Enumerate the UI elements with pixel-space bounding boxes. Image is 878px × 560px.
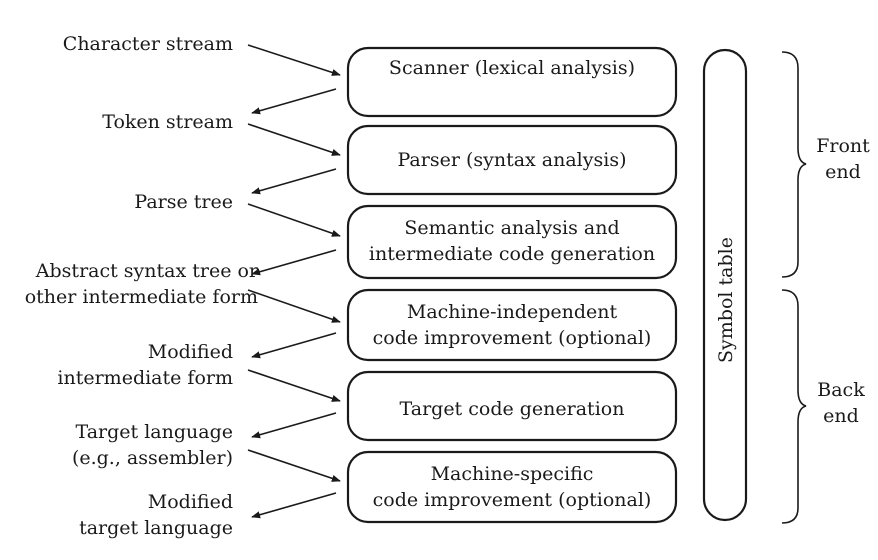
phase-label: Target code generation: [400, 398, 625, 420]
phase-label: intermediate code generation: [369, 243, 655, 265]
stream-label: Token stream: [102, 111, 233, 133]
phase-box-parser: [346, 124, 678, 196]
phase-label: Semantic analysis and: [404, 217, 619, 239]
arrow-out-of-phase: [251, 249, 337, 276]
phase-box-machine-independent: [346, 288, 678, 362]
symbol-table-label: Symbol table: [715, 237, 737, 363]
arrow-into-phase: [247, 203, 341, 237]
phase-label: Machine-independent: [407, 301, 618, 323]
phase-box-scanner: [346, 46, 678, 118]
arrow-into-phase: [247, 449, 341, 482]
phase-label: Parser (syntax analysis): [397, 149, 626, 171]
arrow-out-of-phase: [251, 168, 337, 195]
back-end-brace: [781, 289, 807, 524]
phase-box-target-codegen: [346, 370, 678, 442]
stream-label: Target language: [76, 421, 233, 443]
arrow-out-of-phase: [251, 332, 337, 359]
stream-label: intermediate form: [57, 367, 233, 389]
arrow-out-of-phase: [251, 492, 337, 519]
front-end-label: end: [825, 161, 861, 183]
stream-label: target language: [79, 517, 233, 539]
arrow-into-phase: [247, 123, 341, 156]
arrow-into-phase: [247, 369, 341, 402]
phase-box-semantic: [346, 204, 678, 280]
arrow-into-phase: [247, 44, 341, 76]
front-end-label: Front: [816, 135, 870, 157]
arrow-out-of-phase: [251, 412, 337, 439]
stream-label: Modified: [148, 491, 233, 513]
front-end-brace: [781, 51, 807, 278]
phase-label: Scanner (lexical analysis): [389, 57, 635, 79]
stream-label: Parse tree: [134, 191, 233, 213]
phase-box-machine-specific: [346, 450, 678, 524]
back-end-label: Back: [817, 379, 865, 401]
phase-boxes: [346, 46, 678, 524]
stream-label: Modified: [148, 341, 233, 363]
stream-label: (e.g., assembler): [72, 447, 233, 469]
stream-label: Character stream: [63, 33, 233, 55]
stream-label: other intermediate form: [25, 286, 258, 308]
phase-labels: Scanner (lexical analysis) Parser (synta…: [369, 57, 655, 511]
stream-labels: Character stream Token stream Parse tree…: [25, 33, 259, 539]
arrow-out-of-phase: [251, 88, 337, 115]
stream-label: Abstract syntax tree or: [35, 260, 259, 282]
output-arrows: [251, 88, 337, 519]
back-end-label: end: [823, 405, 859, 427]
phase-label: Machine-specific: [431, 463, 594, 485]
phase-label: code improvement (optional): [373, 327, 652, 349]
arrow-into-phase: [247, 289, 341, 323]
phase-label: code improvement (optional): [373, 489, 652, 511]
symbol-table: Symbol table: [702, 48, 748, 522]
symbol-table-box: [702, 48, 748, 522]
input-arrows: [247, 44, 341, 482]
group-labels: Front end Back end: [816, 135, 870, 427]
